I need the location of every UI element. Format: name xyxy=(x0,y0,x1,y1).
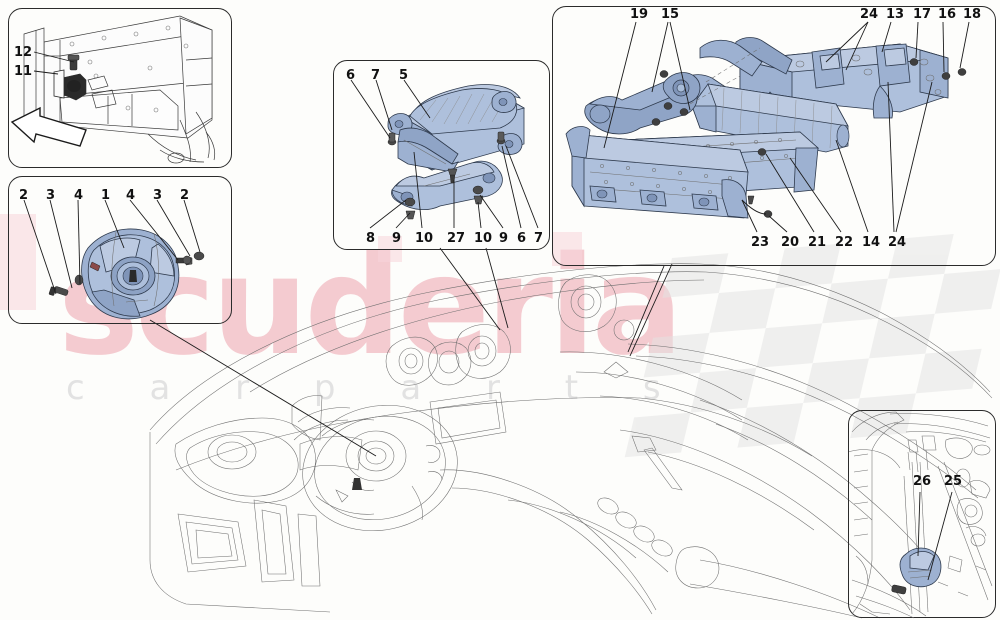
callout-16: 16 xyxy=(938,7,957,22)
callout-leader-16 xyxy=(942,21,945,73)
loose-fasteners xyxy=(741,58,967,218)
callout-leader-17 xyxy=(915,21,919,59)
callout-leader-22 xyxy=(789,157,842,233)
callout-leader-1 xyxy=(104,199,125,249)
callout-27: 27 xyxy=(447,231,466,246)
callout-leader-8 xyxy=(369,199,407,229)
callout-leader-21 xyxy=(765,153,815,233)
callout-6: 6 xyxy=(346,68,356,83)
callout-14: 14 xyxy=(862,235,881,250)
callout-9: 9 xyxy=(499,231,509,246)
callout-9: 9 xyxy=(392,231,402,246)
panel-crossmember xyxy=(8,8,232,168)
callout-1: 1 xyxy=(101,188,111,203)
callout-leader-24-a xyxy=(825,21,869,63)
callout-leader-9-right xyxy=(479,194,504,229)
callout-3: 3 xyxy=(46,188,56,203)
callout-leader-23 xyxy=(741,199,758,233)
callout-leader-4-left xyxy=(77,199,81,285)
callout-leader-10-left xyxy=(413,151,423,229)
panel-passenger-airbag xyxy=(333,60,550,250)
callout-leader-18 xyxy=(959,21,970,69)
callout-19: 19 xyxy=(630,7,649,22)
callout-leader-5 xyxy=(403,79,431,119)
callout-leader-6-right xyxy=(501,145,522,229)
callout-13: 13 xyxy=(886,7,905,22)
callout-leader-7-right xyxy=(505,145,539,229)
callout-leader-9-left xyxy=(395,212,411,229)
callout-26: 26 xyxy=(913,474,932,489)
leader-line-passenger-airbag-a xyxy=(439,247,501,331)
callout-22: 22 xyxy=(835,235,854,250)
callout-leader-6-left xyxy=(350,79,391,139)
callout-leader-11 xyxy=(33,70,59,75)
callout-leader-24-d xyxy=(895,81,933,233)
callout-leader-2-right xyxy=(183,199,201,253)
callout-17: 17 xyxy=(913,7,932,22)
callout-7: 7 xyxy=(371,68,381,83)
leader-line-knee-airbag xyxy=(629,263,673,357)
callout-leader-26 xyxy=(917,491,921,557)
callout-5: 5 xyxy=(399,68,409,83)
callout-11: 11 xyxy=(14,64,33,79)
callout-leader-24-b xyxy=(845,21,869,71)
leader-line-passenger-airbag-b xyxy=(485,247,509,329)
callout-leader-13 xyxy=(881,21,892,53)
callout-23: 23 xyxy=(751,235,770,250)
leader-line-knee-airbag-b xyxy=(627,265,665,353)
callout-12: 12 xyxy=(14,45,33,60)
callout-10: 10 xyxy=(474,231,493,246)
callout-leader-20 xyxy=(768,215,788,233)
callout-leader-2-left xyxy=(23,199,57,295)
callout-3: 3 xyxy=(153,188,163,203)
callout-leader-3-right xyxy=(156,199,191,257)
callout-leader-19 xyxy=(603,21,637,149)
callout-leader-15-a xyxy=(651,21,669,93)
callout-18: 18 xyxy=(963,7,982,22)
panel-driver-airbag xyxy=(8,176,232,324)
callout-2: 2 xyxy=(19,188,29,203)
callout-24: 24 xyxy=(888,235,907,250)
callout-6: 6 xyxy=(517,231,527,246)
callout-leader-14 xyxy=(835,139,869,233)
callout-leader-24-c xyxy=(887,81,895,233)
callout-20: 20 xyxy=(781,235,800,250)
fastener-group-right xyxy=(175,251,205,266)
callout-leader-25 xyxy=(927,491,953,581)
callout-leader-4-right xyxy=(129,199,179,261)
callout-15: 15 xyxy=(661,7,680,22)
callout-leader-15-b xyxy=(669,21,691,111)
callout-2: 2 xyxy=(180,188,190,203)
watermark-pink-block xyxy=(0,214,36,310)
callout-25: 25 xyxy=(944,474,963,489)
callout-4: 4 xyxy=(126,188,136,203)
leader-line-driver-airbag xyxy=(149,319,377,457)
panel-seat-sensor xyxy=(848,410,996,618)
callout-24: 24 xyxy=(860,7,879,22)
callout-4: 4 xyxy=(74,188,84,203)
callout-7: 7 xyxy=(534,231,544,246)
callout-8: 8 xyxy=(366,231,376,246)
callout-21: 21 xyxy=(808,235,827,250)
callout-leader-3-left xyxy=(49,199,73,289)
panel-knee-airbag xyxy=(552,6,996,266)
callout-leader-12 xyxy=(33,51,75,63)
callout-leader-10-right xyxy=(477,201,482,229)
callout-10: 10 xyxy=(415,231,434,246)
callout-leader-7-left xyxy=(375,79,393,131)
